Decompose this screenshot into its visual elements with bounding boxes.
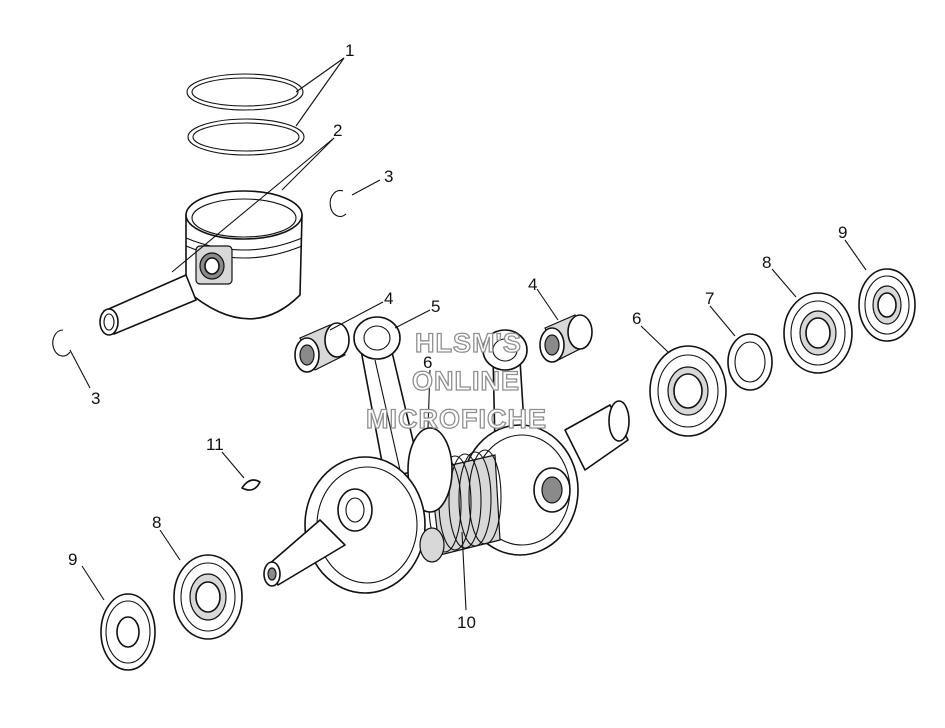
- callout-6-center: 6: [423, 353, 432, 372]
- needle-bearing-right: [539, 314, 593, 363]
- connecting-rod-front: [353, 316, 421, 479]
- callout-8-right: 8: [762, 253, 771, 272]
- callout-8-left: 8: [152, 513, 161, 532]
- piston: [185, 190, 303, 320]
- callout-1: 1: [345, 41, 354, 60]
- crankshaft: [263, 400, 630, 594]
- watermark-line-3: MICROFICHE: [366, 404, 547, 434]
- needle-bearing-left: [294, 322, 350, 373]
- bearing-right-6: [649, 345, 727, 437]
- callout-10: 10: [457, 613, 476, 632]
- leader-lines: [69, 57, 867, 611]
- watermark-line-1: HLSM'S: [415, 328, 522, 358]
- piston-rings: [186, 73, 305, 156]
- callout-9-right: 9: [838, 223, 847, 242]
- callout-2: 2: [333, 121, 342, 140]
- piston-pin: [99, 274, 197, 336]
- bearing-right-8: [783, 292, 853, 374]
- oil-seal-right-9: [858, 268, 916, 342]
- callout-3-left: 3: [91, 389, 100, 408]
- woodruff-key: [241, 479, 261, 491]
- connecting-rod-rear: [482, 329, 528, 446]
- callout-5: 5: [431, 297, 440, 316]
- callout-4-left: 4: [384, 289, 393, 308]
- watermark: HLSM'S ONLINE MICROFICHE: [365, 327, 547, 434]
- circlip-left: [52, 329, 71, 357]
- watermark-line-2: ONLINE: [412, 366, 520, 396]
- circlip-right: [329, 189, 347, 217]
- bearing-left-8: [173, 554, 243, 640]
- callout-4-right: 4: [528, 275, 537, 294]
- callout-3-right: 3: [384, 167, 393, 186]
- callout-9-left: 9: [68, 550, 77, 569]
- callout-6-right: 6: [632, 309, 641, 328]
- callout-11: 11: [206, 435, 224, 454]
- callout-7: 7: [705, 289, 714, 308]
- shim-ring-7: [727, 333, 773, 391]
- callout-numbers: 1 2 3 3 4 4 5 6 6 7 8 8 9 9 10 11: [68, 41, 847, 632]
- oil-seal-left-9: [100, 593, 156, 671]
